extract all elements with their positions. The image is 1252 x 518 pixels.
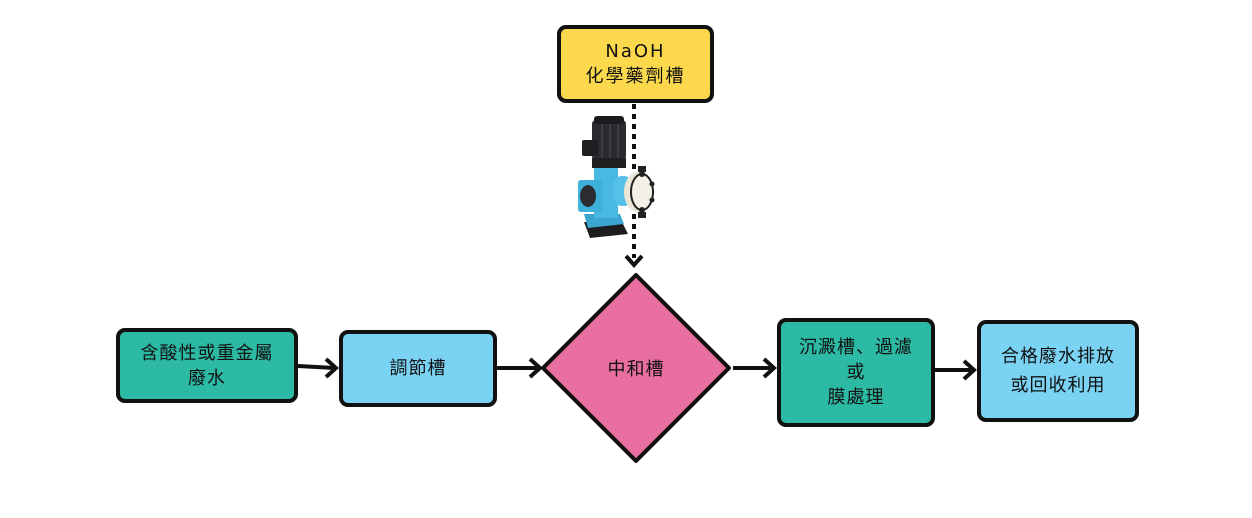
equalization-tank-box[interactable]: 調節槽 <box>339 330 497 407</box>
arrowhead-2 <box>528 357 543 379</box>
dosing-pump-icon <box>578 116 655 238</box>
chemical-tank-line-2: 化學藥劑槽 <box>585 66 686 87</box>
settling-line-3: 膜處理 <box>827 387 885 408</box>
source-line-1: 含酸性或重金屬 <box>140 342 274 364</box>
source-wastewater-box[interactable]: 含酸性或重金屬 廢水 <box>116 328 298 403</box>
settling-line-1: 沉澱槽、過濾 <box>799 337 913 358</box>
output-line-2: 或回收利用 <box>1010 375 1106 396</box>
arrowhead-1 <box>324 357 339 379</box>
output-line-1: 合格廢水排放 <box>1001 346 1115 367</box>
chemical-tank-box[interactable]: NaOH 化學藥劑槽 <box>557 25 714 103</box>
neutralization-tank-label: 中和槽 <box>607 359 665 380</box>
settling-line-2: 或 <box>846 362 866 383</box>
settling-filtration-box[interactable]: 沉澱槽、過濾 或 膜處理 <box>777 318 935 427</box>
discharge-reuse-box[interactable]: 合格廢水排放 或回收利用 <box>977 320 1139 422</box>
arrowhead-chemical <box>624 254 644 269</box>
edge-source-to-equalization <box>297 364 336 370</box>
chemical-tank-line-1: NaOH <box>605 41 666 62</box>
equalization-label: 調節槽 <box>389 358 447 379</box>
arrowhead-4 <box>962 359 977 381</box>
arrowhead-3 <box>762 357 777 379</box>
source-line-2: 廢水 <box>188 367 226 389</box>
neutralization-tank-shape[interactable] <box>541 273 731 463</box>
